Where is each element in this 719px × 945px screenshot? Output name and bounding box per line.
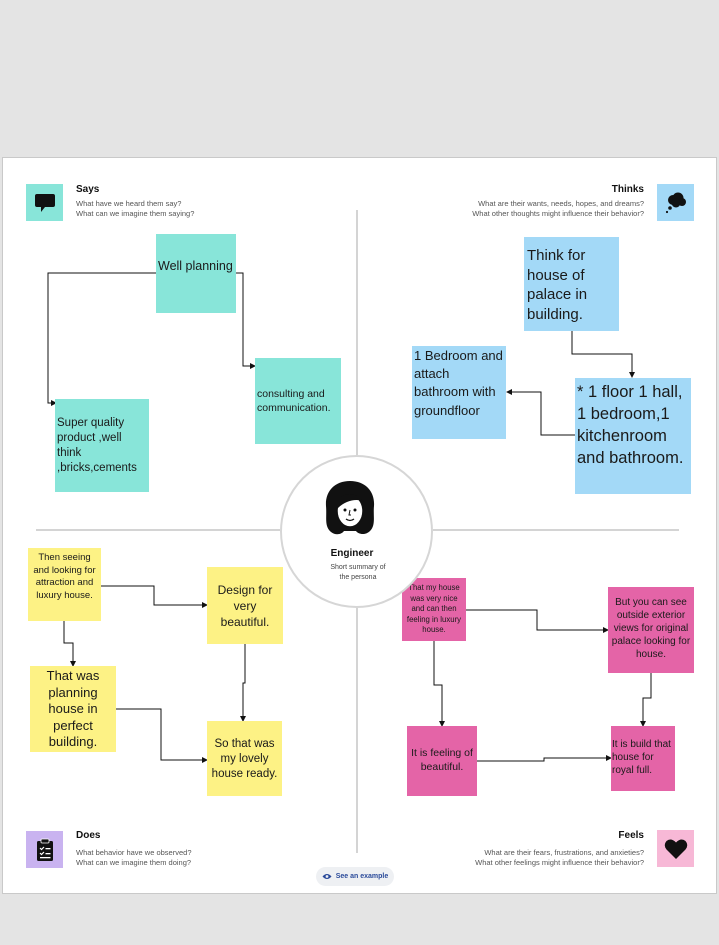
says-icon-tile xyxy=(26,184,63,221)
thinks-title: Thinks xyxy=(611,184,644,195)
feels-subtitle-1: What are their fears, frustrations, and … xyxy=(484,848,644,857)
note-text: Design for very beautiful. xyxy=(217,583,273,629)
sticky-note-feels-3[interactable]: It is feeling of beautiful. xyxy=(407,726,477,796)
note-text: consulting and communication. xyxy=(257,388,331,414)
note-text: Think for house of palace in building. xyxy=(527,247,588,323)
speech-bubble-icon xyxy=(34,193,55,212)
says-title: Says xyxy=(76,184,100,195)
clipboard-icon xyxy=(36,838,53,861)
connector-feels-3 xyxy=(640,673,652,727)
thought-cloud-icon xyxy=(665,192,686,213)
sticky-note-thinks-3[interactable]: 1 Bedroom and attach bathroom with groun… xyxy=(412,346,506,439)
connector-says-2 xyxy=(236,272,256,369)
horizontal-divider-left xyxy=(36,529,280,531)
persona-summary-line-1: Short summary of xyxy=(330,564,386,571)
sticky-note-feels-4[interactable]: It is build that house for royal full. xyxy=(611,726,675,791)
eye-icon xyxy=(322,874,332,879)
feels-icon-tile xyxy=(657,830,694,867)
note-text: Well planning xyxy=(158,259,233,273)
vertical-divider-top xyxy=(356,210,358,455)
note-text: But you can see outside exterior views f… xyxy=(611,597,691,660)
see-example-button[interactable]: See an example xyxy=(316,867,394,886)
note-text: It is feeling of beautiful. xyxy=(411,747,473,773)
note-text: Super quality product ,well think ,brick… xyxy=(57,417,137,474)
sticky-note-thinks-2[interactable]: * 1 floor 1 hall, 1 bedroom,1 kitchenroo… xyxy=(575,378,691,494)
connector-thinks-1 xyxy=(571,331,635,378)
note-text: Then seeing and looking for attraction a… xyxy=(33,552,96,602)
says-subtitle-1: What have we heard them say? xyxy=(76,199,182,208)
sticky-note-thinks-1[interactable]: Think for house of palace in building. xyxy=(524,237,619,331)
says-subtitle-2: What can we imagine them saying? xyxy=(76,209,195,218)
persona-name: Engineer xyxy=(330,548,374,559)
persona-avatar-icon xyxy=(325,481,375,535)
horizontal-divider-right xyxy=(433,529,679,531)
connector-says-1 xyxy=(47,272,156,406)
sticky-note-does-3[interactable]: That was planning house in perfect build… xyxy=(30,666,116,752)
heart-icon xyxy=(664,839,687,859)
does-title: Does xyxy=(76,830,101,841)
note-text: 1 Bedroom and attach bathroom with groun… xyxy=(414,348,503,418)
sticky-note-says-1[interactable]: Well planning xyxy=(156,234,236,313)
note-text: That was planning house in perfect build… xyxy=(46,668,100,749)
feels-title: Feels xyxy=(618,830,644,841)
persona-summary-line-2: the persona xyxy=(339,574,377,581)
sticky-note-feels-2[interactable]: But you can see outside exterior views f… xyxy=(608,587,694,673)
connector-does-2 xyxy=(63,621,76,667)
note-text: * 1 floor 1 hall, 1 bedroom,1 kitchenroo… xyxy=(577,383,684,467)
sticky-note-feels-1[interactable]: That my house was very nice and can then… xyxy=(402,578,466,641)
note-text: It is build that house for royal full. xyxy=(612,739,671,776)
connector-does-1 xyxy=(101,585,208,608)
does-subtitle-1: What behavior have we observed? xyxy=(76,848,192,857)
thinks-icon-tile xyxy=(657,184,694,221)
thinks-subtitle-1: What are their wants, needs, hopes, and … xyxy=(478,199,644,208)
see-example-label: See an example xyxy=(335,873,389,880)
note-text: So that was my lovely house ready. xyxy=(211,738,278,780)
connector-thinks-2 xyxy=(506,389,575,436)
note-text: That my house was very nice and can then… xyxy=(406,583,462,635)
does-subtitle-2: What can we imagine them doing? xyxy=(76,858,192,867)
does-icon-tile xyxy=(26,831,63,868)
thinks-subtitle-2: What other thoughts might influence thei… xyxy=(472,209,644,218)
sticky-note-does-4[interactable]: So that was my lovely house ready. xyxy=(207,721,282,796)
connector-does-3 xyxy=(116,708,208,763)
sticky-note-says-2[interactable]: consulting and communication. xyxy=(255,358,341,444)
connector-feels-1 xyxy=(466,609,609,633)
connector-feels-2 xyxy=(433,641,445,727)
vertical-divider-bottom xyxy=(356,608,358,853)
sticky-note-says-3[interactable]: Super quality product ,well think ,brick… xyxy=(55,399,149,492)
sticky-note-does-1[interactable]: Then seeing and looking for attraction a… xyxy=(28,548,101,621)
connector-does-4 xyxy=(240,644,246,722)
connector-feels-4 xyxy=(477,755,612,762)
feels-subtitle-2: What other feelings might influence thei… xyxy=(475,858,644,867)
sticky-note-does-2[interactable]: Design for very beautiful. xyxy=(207,567,283,644)
